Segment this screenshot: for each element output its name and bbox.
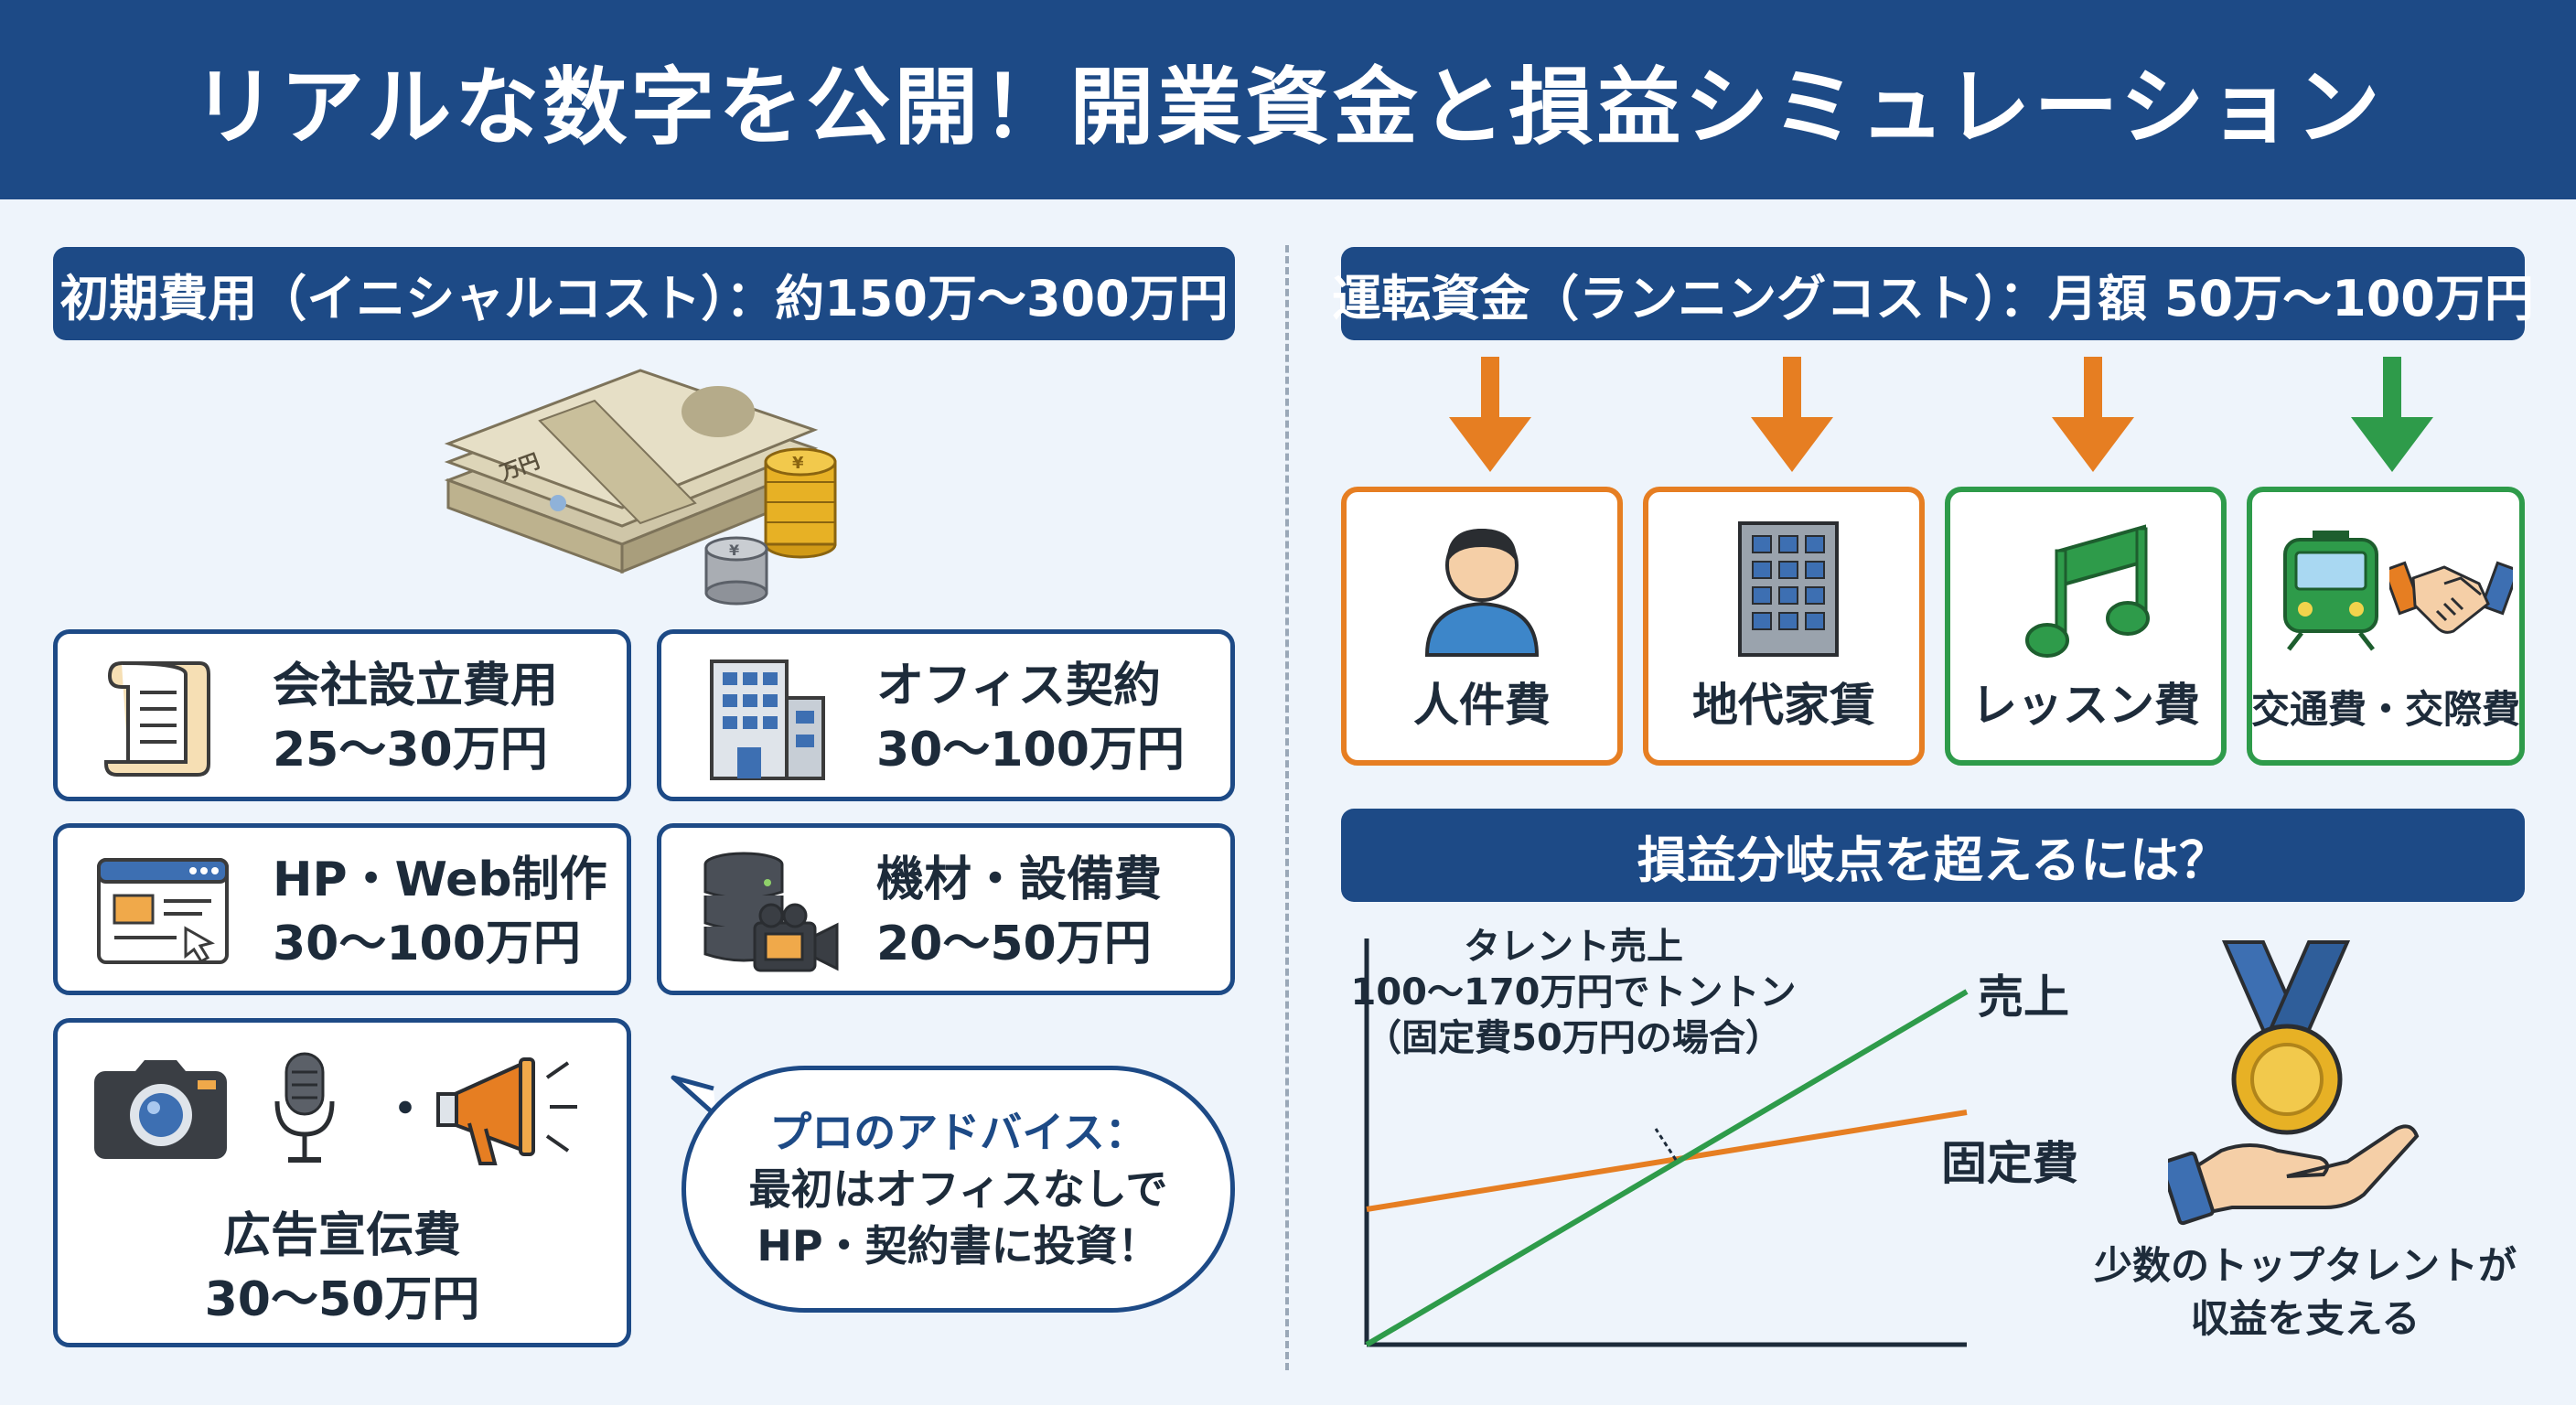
cost-name: 機材・設備費 (876, 853, 1163, 907)
running-card-rent: 地代家賃 (1643, 487, 1925, 766)
breakeven-chart (1364, 938, 1969, 1347)
down-arrow-icon (2052, 357, 2134, 472)
column-divider (1285, 245, 1289, 1370)
down-arrows (1449, 357, 2433, 472)
caption-line: 収益を支える (2190, 1296, 2420, 1341)
separator-dot: ・ (380, 1080, 431, 1140)
bubble-tail (671, 1075, 718, 1118)
running-label: 人件費 (1413, 679, 1551, 732)
medal-hand-icon (2168, 940, 2420, 1226)
annotation-line: 100〜170万円でトントン (1350, 971, 1797, 1014)
advice-title: プロのアドバイス： (769, 1108, 1147, 1157)
down-arrow-icon (1449, 357, 1531, 472)
cost-name: 広告宣伝費 (222, 1208, 461, 1263)
cost-name: オフィス契約 (876, 659, 1161, 713)
money-stack-icon: 万円 ¥ ¥ (444, 369, 837, 606)
person-icon (1424, 529, 1540, 657)
caption-line: 少数のトップタレントが (2093, 1243, 2517, 1288)
down-arrow-icon (2351, 357, 2433, 472)
medal-caption: 少数のトップタレントが 収益を支える (2058, 1239, 2552, 1346)
page-title: リアルな数字を公開！開業資金と損益シミュレーション (192, 58, 2384, 156)
camera-icon (94, 1060, 227, 1159)
initial-cost-header: 初期費用（イニシャルコスト）：約150万〜300万円 (53, 247, 1235, 340)
fixed-cost-line-label: 固定費 (1941, 1137, 2078, 1190)
fixed-cost-line (1366, 1110, 1968, 1212)
annotation-leader (1654, 1128, 1678, 1161)
cost-amount: 25〜30万円 (273, 723, 548, 778)
cost-amount: 30〜100万円 (876, 723, 1185, 778)
advice-line: 最初はオフィスなしで (748, 1164, 1168, 1214)
handshake-icon (2389, 561, 2513, 634)
cost-name: HP・Web制作 (273, 853, 607, 907)
scroll-document-icon (104, 661, 210, 777)
cost-name: 会社設立費用 (273, 659, 559, 713)
cost-card-web: HP・Web制作 30〜100万円 (53, 823, 631, 995)
cost-card-office: オフィス契約 30〜100万円 (657, 629, 1235, 801)
megaphone-icon (436, 1057, 577, 1165)
sales-line (1365, 989, 1969, 1347)
running-card-lessons: レッスン費 (1945, 487, 2227, 766)
train-icon (2283, 531, 2378, 651)
running-card-transport: 交通費・交際費 (2247, 487, 2525, 766)
advice-line: HP・契約書に投資！ (757, 1221, 1160, 1271)
sales-line-label: 売上 (1978, 971, 2069, 1024)
annotation-line: タレント売上 (1464, 926, 1683, 968)
running-label: 交通費・交際費 (2251, 687, 2521, 732)
running-label: レッスン費 (1971, 679, 2200, 732)
building-icon (1738, 521, 1839, 657)
cost-amount: 20〜50万円 (876, 917, 1152, 971)
down-arrow-icon (1751, 357, 1833, 472)
microphone-icon (274, 1052, 335, 1163)
svg-text:¥: ¥ (729, 542, 739, 559)
running-card-personnel: 人件費 (1341, 487, 1623, 766)
breakeven-header: 損益分岐点を超えるには？ (1341, 809, 2525, 902)
server-camera-icon (703, 852, 839, 972)
cost-amount: 30〜100万円 (273, 917, 581, 971)
cost-card-company: 会社設立費用 25〜30万円 (53, 629, 631, 801)
svg-text:¥: ¥ (792, 454, 804, 473)
cost-card-advertising: ・ 広告宣伝費 30〜50万円 (53, 1018, 631, 1347)
office-building-icon (710, 660, 825, 780)
running-label: 地代家賃 (1692, 679, 1875, 732)
cost-amount: 30〜50万円 (204, 1272, 480, 1327)
cost-card-equipment: 機材・設備費 20〜50万円 (657, 823, 1235, 995)
annotation-line: （固定費50万円の場合） (1365, 1017, 1782, 1059)
advice-bubble: プロのアドバイス： 最初はオフィスなしで HP・契約書に投資！ (682, 1066, 1235, 1313)
breakeven-annotation: タレント売上 100〜170万円でトントン （固定費50万円の場合） (1345, 924, 1802, 1061)
running-cost-header: 運転資金（ランニングコスト）：月額 50万〜100万円 (1332, 247, 2534, 340)
title-bar: リアルな数字を公開！開業資金と損益シミュレーション (0, 0, 2576, 199)
web-browser-icon (97, 858, 229, 964)
music-note-icon (2025, 524, 2150, 658)
